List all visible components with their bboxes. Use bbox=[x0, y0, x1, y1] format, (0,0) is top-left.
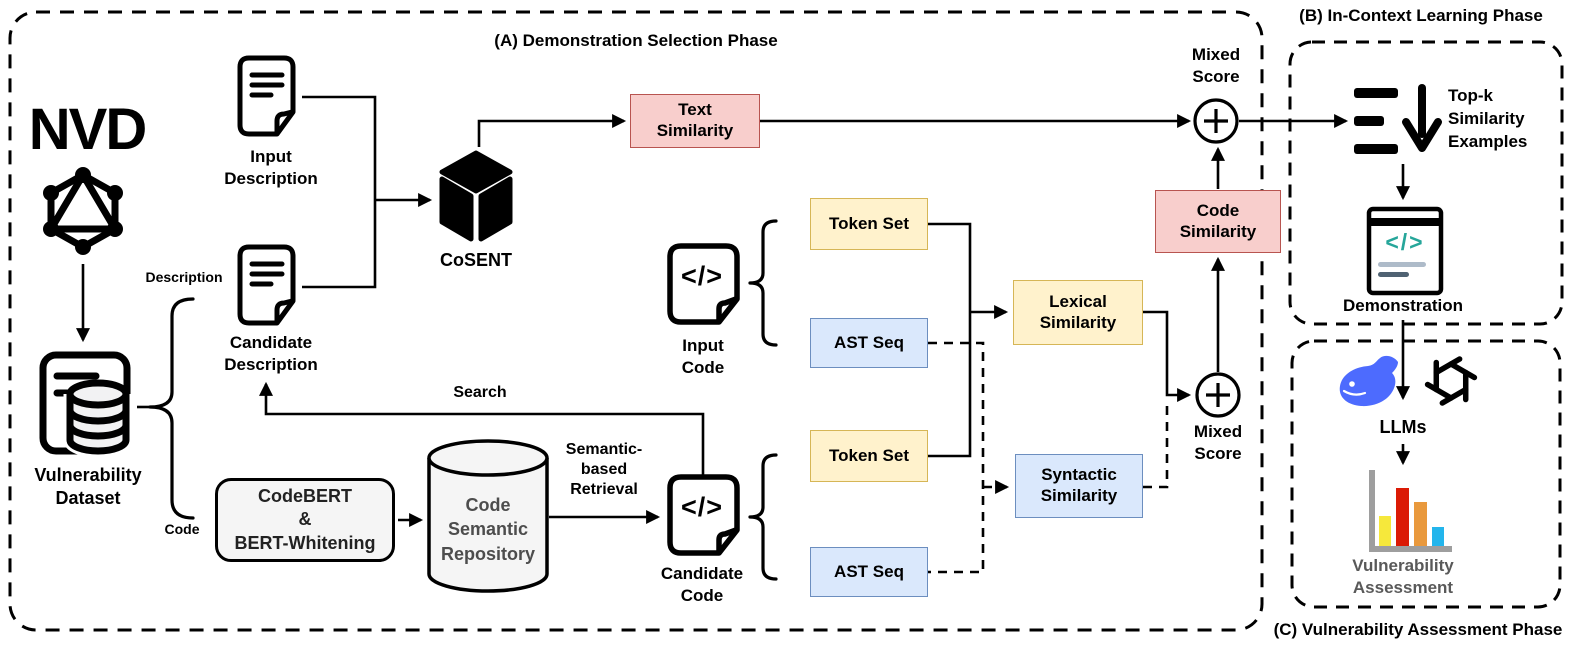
vulnerability-assessment-label: Vulnerability Assessment bbox=[1352, 556, 1454, 597]
mixed-score-plus-icons bbox=[1193, 98, 1241, 418]
bar-chart-icon bbox=[1369, 470, 1452, 552]
candidate-code-label: Candidate Code bbox=[660, 564, 744, 605]
plus-circle-icon bbox=[1195, 372, 1241, 418]
repository-label: Code Semantic Repository bbox=[440, 495, 536, 564]
descriptions-junction-line bbox=[302, 95, 377, 289]
code-similarity-box: Code Similarity bbox=[1155, 190, 1281, 253]
mixed-score-code-label: Mixed Score bbox=[1193, 422, 1243, 463]
candidate-description-document-icon bbox=[237, 244, 296, 326]
input-code-glyph: </> bbox=[680, 261, 724, 291]
plus-circle-icon bbox=[1193, 98, 1239, 144]
llms-label: LLMs bbox=[1379, 417, 1427, 437]
candidate-code-glyph: </> bbox=[680, 492, 724, 522]
nvd-logo: NVD bbox=[28, 97, 147, 162]
sort-descending-icon bbox=[1354, 84, 1442, 154]
description-tag-label: Description bbox=[145, 269, 223, 285]
token-set-junction-line bbox=[928, 222, 972, 458]
database-document-icon bbox=[39, 351, 133, 458]
syntactic-to-mixed-score-line bbox=[1143, 401, 1169, 489]
input-description-label: Input Description bbox=[224, 147, 318, 188]
code-tag-label: Code bbox=[164, 521, 200, 537]
candidate-description-label: Candidate Description bbox=[224, 333, 318, 374]
deepseek-whale-icon bbox=[1339, 355, 1398, 407]
search-label: Search bbox=[453, 384, 507, 401]
vulnerability-dataset-label: Vulnerability Dataset bbox=[34, 465, 142, 509]
input-description-document-icon bbox=[237, 55, 296, 137]
semantic-retrieval-label: Semantic- based Retrieval bbox=[565, 441, 643, 498]
syntactic-similarity-box: Syntactic Similarity bbox=[1015, 454, 1143, 518]
codebert-box: CodeBERT & BERT-Whitening bbox=[215, 478, 395, 562]
ast-seq-input-box: AST Seq bbox=[810, 318, 928, 368]
phase-a-title: (A) Demonstration Selection Phase bbox=[494, 31, 778, 50]
demonstration-label: Demonstration bbox=[1343, 296, 1463, 315]
arrow-lexical-to-mixed-score bbox=[1143, 310, 1192, 402]
input-code-label: Input Code bbox=[681, 336, 725, 377]
cosent-label: CoSENT bbox=[440, 250, 512, 270]
phase-c-title: (C) Vulnerability Assessment Phase bbox=[1273, 620, 1563, 639]
token-set-candidate-box: Token Set bbox=[810, 430, 928, 482]
topk-examples-label: Top-k Similarity Examples bbox=[1448, 86, 1528, 151]
arrow-cosent-to-text-similarity bbox=[477, 114, 627, 147]
ast-seq-candidate-box: AST Seq bbox=[810, 547, 928, 597]
openai-icon bbox=[1424, 356, 1478, 406]
demonstration-code-glyph: </> bbox=[1385, 229, 1425, 255]
lexical-similarity-box: Lexical Similarity bbox=[1013, 280, 1143, 345]
text-similarity-box: Text Similarity bbox=[630, 94, 760, 148]
phase-b-title: (B) In-Context Learning Phase bbox=[1299, 6, 1543, 25]
candidate-code-brace bbox=[748, 453, 778, 581]
token-set-input-box: Token Set bbox=[810, 198, 928, 250]
graphql-icon bbox=[43, 167, 123, 255]
cosent-cube-icon bbox=[439, 150, 513, 242]
ast-seq-junction-line bbox=[928, 341, 985, 574]
input-code-brace bbox=[748, 219, 778, 347]
mixed-score-text-label: Mixed Score bbox=[1191, 45, 1241, 86]
